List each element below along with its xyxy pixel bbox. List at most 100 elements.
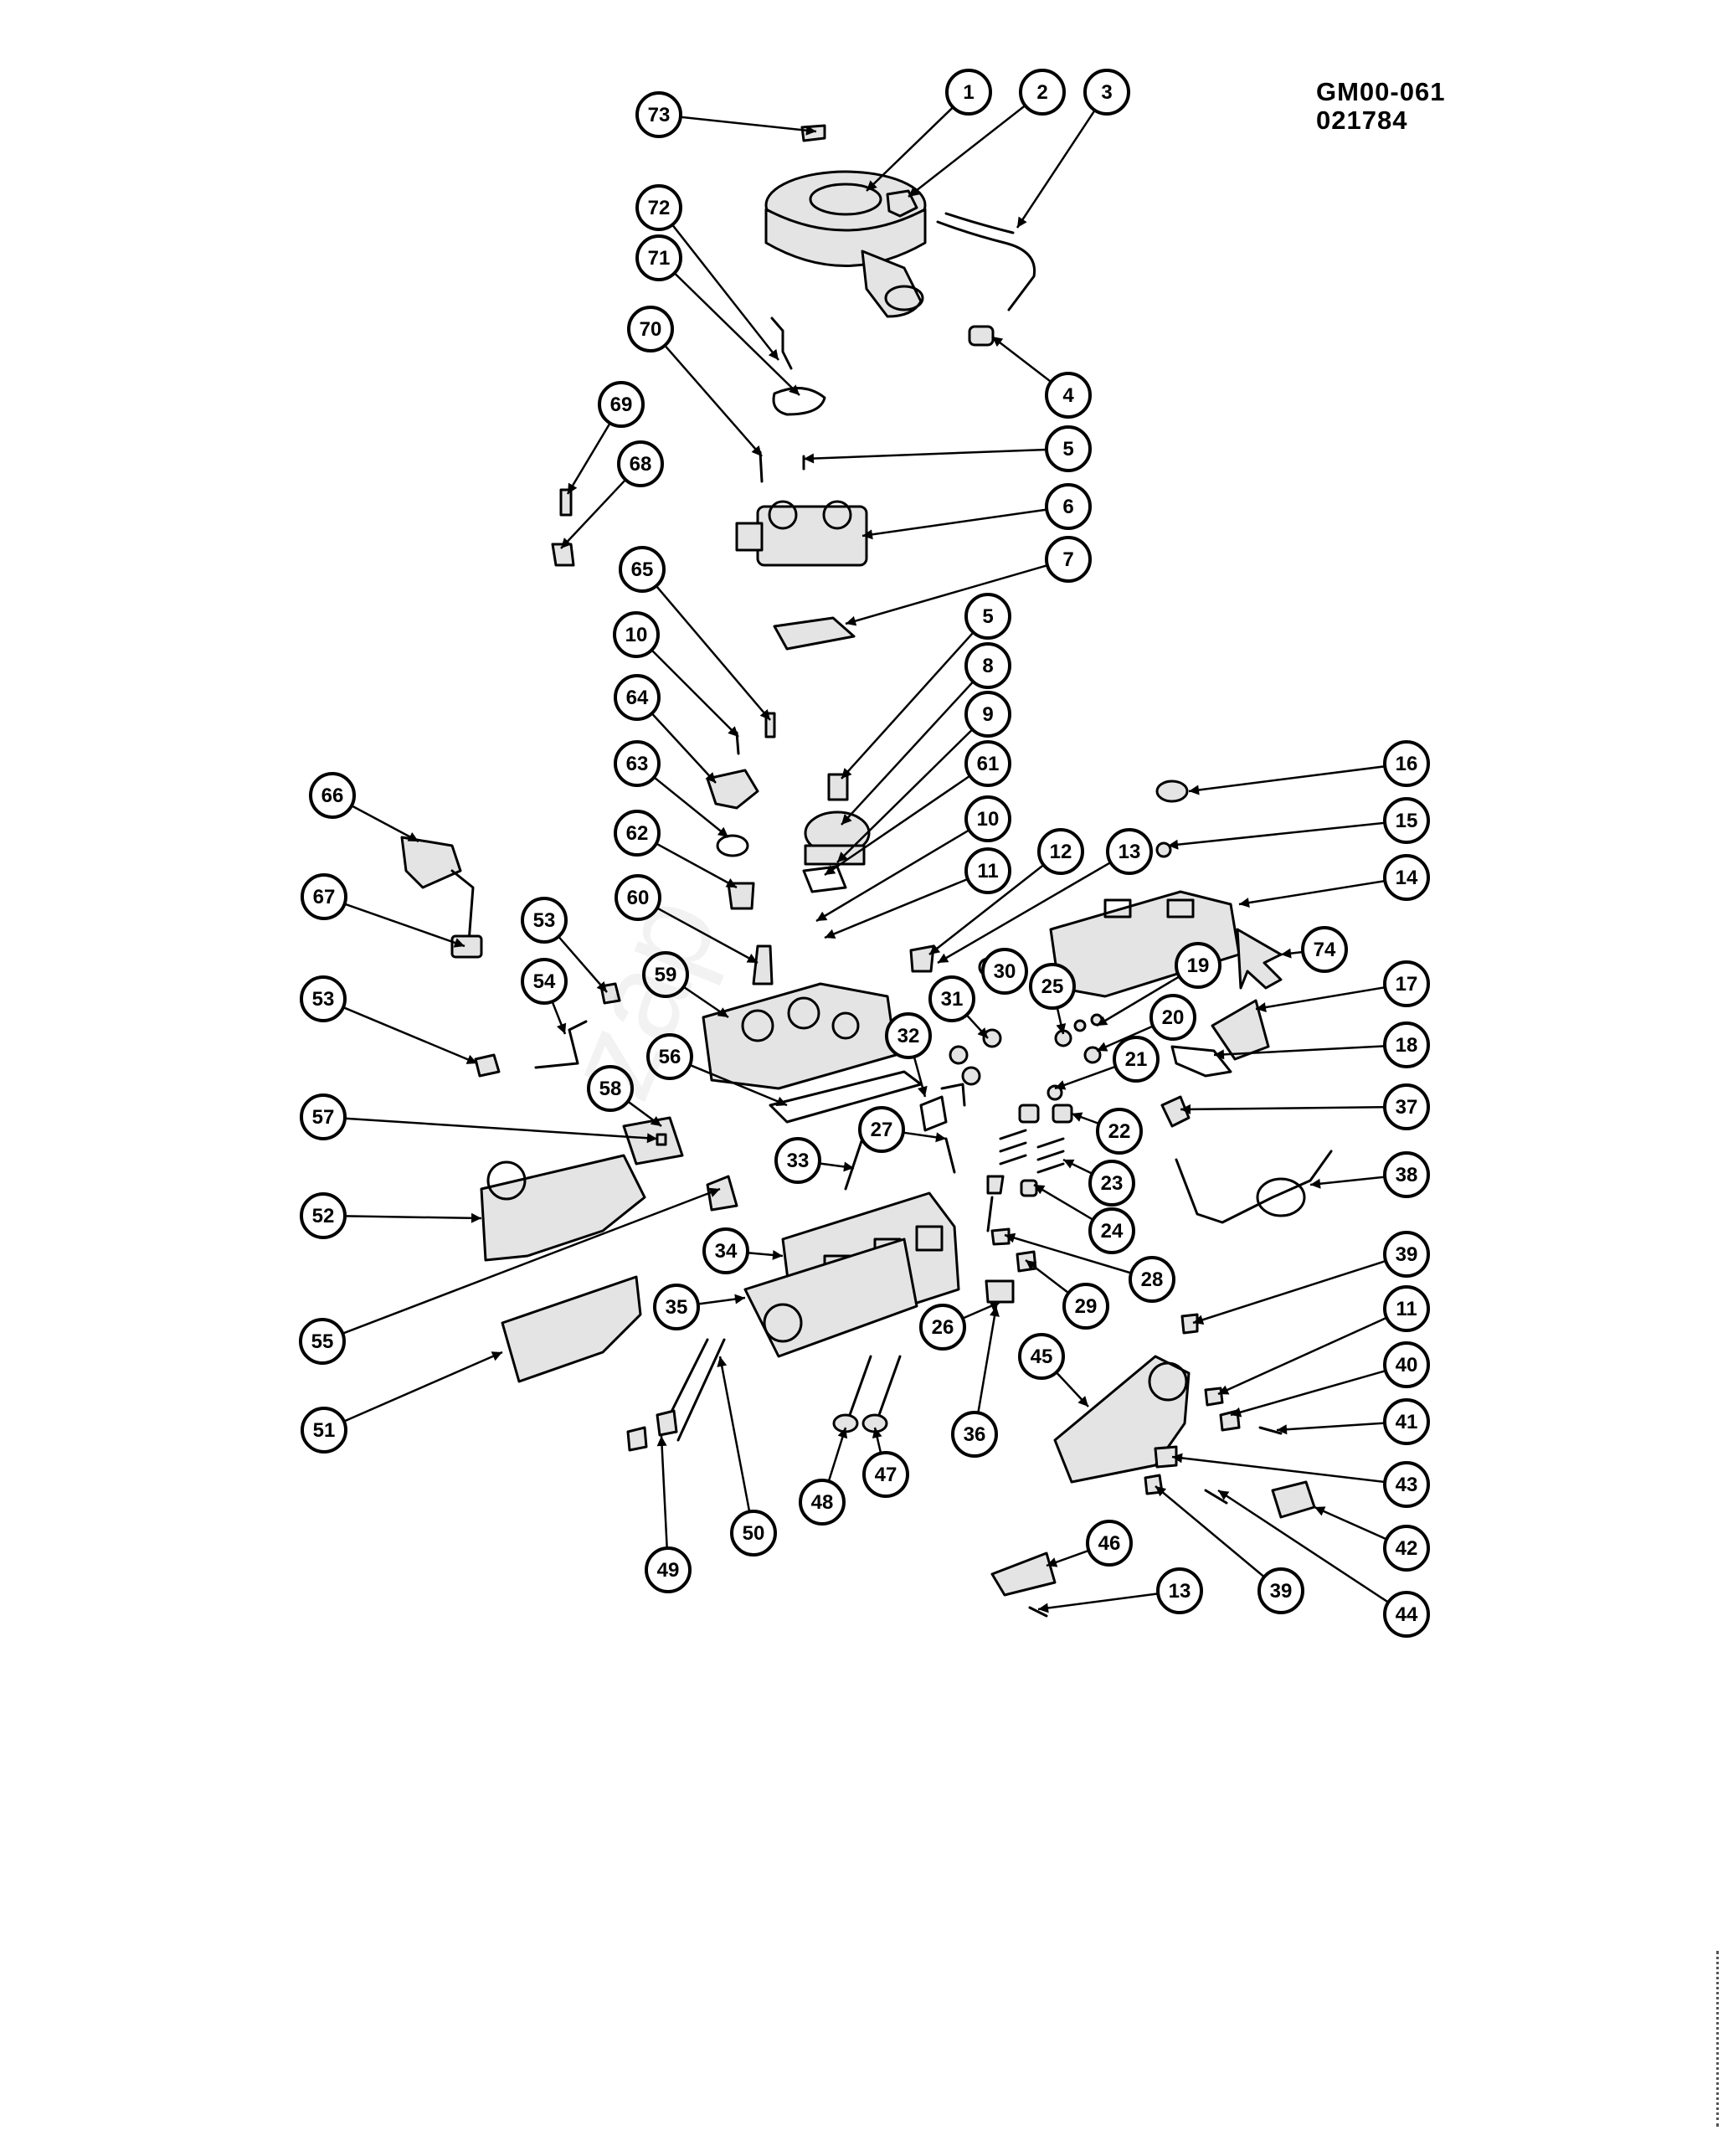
callout-number: 38 xyxy=(1396,1164,1418,1186)
callout-circle xyxy=(1383,1341,1430,1388)
leader-arrowhead xyxy=(561,538,572,548)
leader-arrowhead xyxy=(918,1085,928,1097)
callout-number: 46 xyxy=(1098,1532,1121,1555)
leader-arrowhead xyxy=(708,1187,720,1197)
leader-arrowhead xyxy=(908,186,920,197)
callout-circle xyxy=(702,1227,749,1274)
callout-number: 73 xyxy=(648,104,671,126)
leader-line xyxy=(1016,110,1096,229)
callout-number: 36 xyxy=(964,1423,986,1446)
callout-circle xyxy=(964,740,1011,787)
callout-circle xyxy=(645,1546,692,1593)
leader-line xyxy=(558,935,608,993)
leader-arrowhead xyxy=(491,1351,502,1361)
callout-circle xyxy=(614,810,661,857)
leader-arrowhead xyxy=(656,1436,667,1447)
leader-arrowhead xyxy=(465,1054,477,1064)
leader-arrowhead xyxy=(825,929,836,939)
leader-arrowhead xyxy=(837,1428,848,1439)
callout-circle xyxy=(635,184,682,231)
leader-arrowhead xyxy=(734,1294,745,1304)
leader-line xyxy=(1096,1025,1154,1052)
leader-line xyxy=(342,1187,721,1335)
callout-number: 12 xyxy=(1050,841,1072,863)
leader-arrowhead xyxy=(596,981,607,992)
callout-number: 43 xyxy=(1396,1474,1418,1496)
leader-arrowhead xyxy=(728,726,738,737)
callout-circle xyxy=(964,847,1011,894)
callout-circle xyxy=(635,234,682,281)
leader-line xyxy=(351,805,419,843)
callout-circle xyxy=(1045,372,1092,419)
callout-number: 27 xyxy=(871,1119,893,1141)
leader-arrowhead xyxy=(1218,1385,1230,1395)
callout-circle xyxy=(1383,797,1430,844)
callout-circle xyxy=(919,1304,966,1351)
callout-circle xyxy=(1018,1333,1065,1380)
callout-circle xyxy=(1383,740,1430,787)
leader-arrowhead xyxy=(1077,1396,1088,1407)
callout-number: 52 xyxy=(312,1205,335,1227)
leader-line xyxy=(656,907,759,965)
callout-number: 51 xyxy=(313,1419,336,1442)
leader-arrowhead xyxy=(841,814,852,825)
leader-arrowhead xyxy=(759,708,770,720)
callout-circle xyxy=(301,1407,347,1454)
vent-hose-part xyxy=(936,220,1036,311)
callout-number: 67 xyxy=(313,886,336,908)
callout-number: 48 xyxy=(811,1491,834,1514)
callout-number: 19 xyxy=(1187,955,1210,977)
callout-circle xyxy=(1045,483,1092,530)
diagram-date-code: 021784 xyxy=(1316,105,1408,135)
callout-circle xyxy=(521,958,568,1005)
callout-circle xyxy=(1383,1231,1430,1278)
leader-line xyxy=(845,564,1048,625)
leader-arrowhead xyxy=(992,337,1004,347)
leader-line xyxy=(803,448,1047,461)
callout-number: 59 xyxy=(655,964,677,986)
callout-circle xyxy=(1383,1021,1430,1068)
callout-circle xyxy=(1156,1567,1203,1614)
leader-arrowhead xyxy=(556,1022,567,1034)
callout-circle xyxy=(1149,994,1196,1041)
callout-circle xyxy=(299,1318,346,1365)
callout-number: 64 xyxy=(626,687,649,709)
leader-arrowhead xyxy=(1097,1016,1108,1026)
leader-line xyxy=(1171,1455,1386,1484)
callout-number: 70 xyxy=(640,318,662,341)
callout-circle xyxy=(774,1137,821,1184)
callout-number: 66 xyxy=(321,785,344,807)
callout-circle xyxy=(1019,69,1066,116)
heat-shield-part xyxy=(501,1275,642,1383)
callout-circle xyxy=(951,1411,998,1458)
leader-line xyxy=(566,422,611,495)
leader-arrowhead xyxy=(1231,1407,1242,1418)
callout-number: 55 xyxy=(311,1330,334,1353)
callout-circle xyxy=(885,1012,932,1059)
callout-number: 21 xyxy=(1125,1048,1148,1071)
callout-circle xyxy=(521,897,568,944)
wiring-connector-part xyxy=(400,836,462,889)
callout-number: 41 xyxy=(1396,1411,1418,1433)
callout-number: 60 xyxy=(627,887,650,909)
leader-line xyxy=(861,508,1047,538)
leader-line xyxy=(824,774,971,877)
leader-arrowhead xyxy=(746,953,758,963)
thermostat-housing-part xyxy=(706,769,759,810)
egr-pipe-part xyxy=(1175,1150,1333,1224)
leader-arrowhead xyxy=(816,911,828,921)
gasket-ring-part xyxy=(772,387,826,416)
callout-number: 8 xyxy=(982,655,993,677)
callout-circle xyxy=(619,546,666,593)
leader-line xyxy=(815,829,970,923)
leader-arrowhead xyxy=(1310,1178,1321,1189)
callout-number: 4 xyxy=(1062,384,1074,407)
callout-number: 39 xyxy=(1396,1243,1418,1266)
leader-arrowhead xyxy=(1168,839,1179,850)
leader-arrowhead xyxy=(775,1096,787,1106)
callout-number: 25 xyxy=(1041,975,1064,998)
callout-circle xyxy=(1383,1461,1430,1508)
oil-cap-part xyxy=(1155,780,1189,803)
callout-number: 35 xyxy=(666,1296,688,1319)
